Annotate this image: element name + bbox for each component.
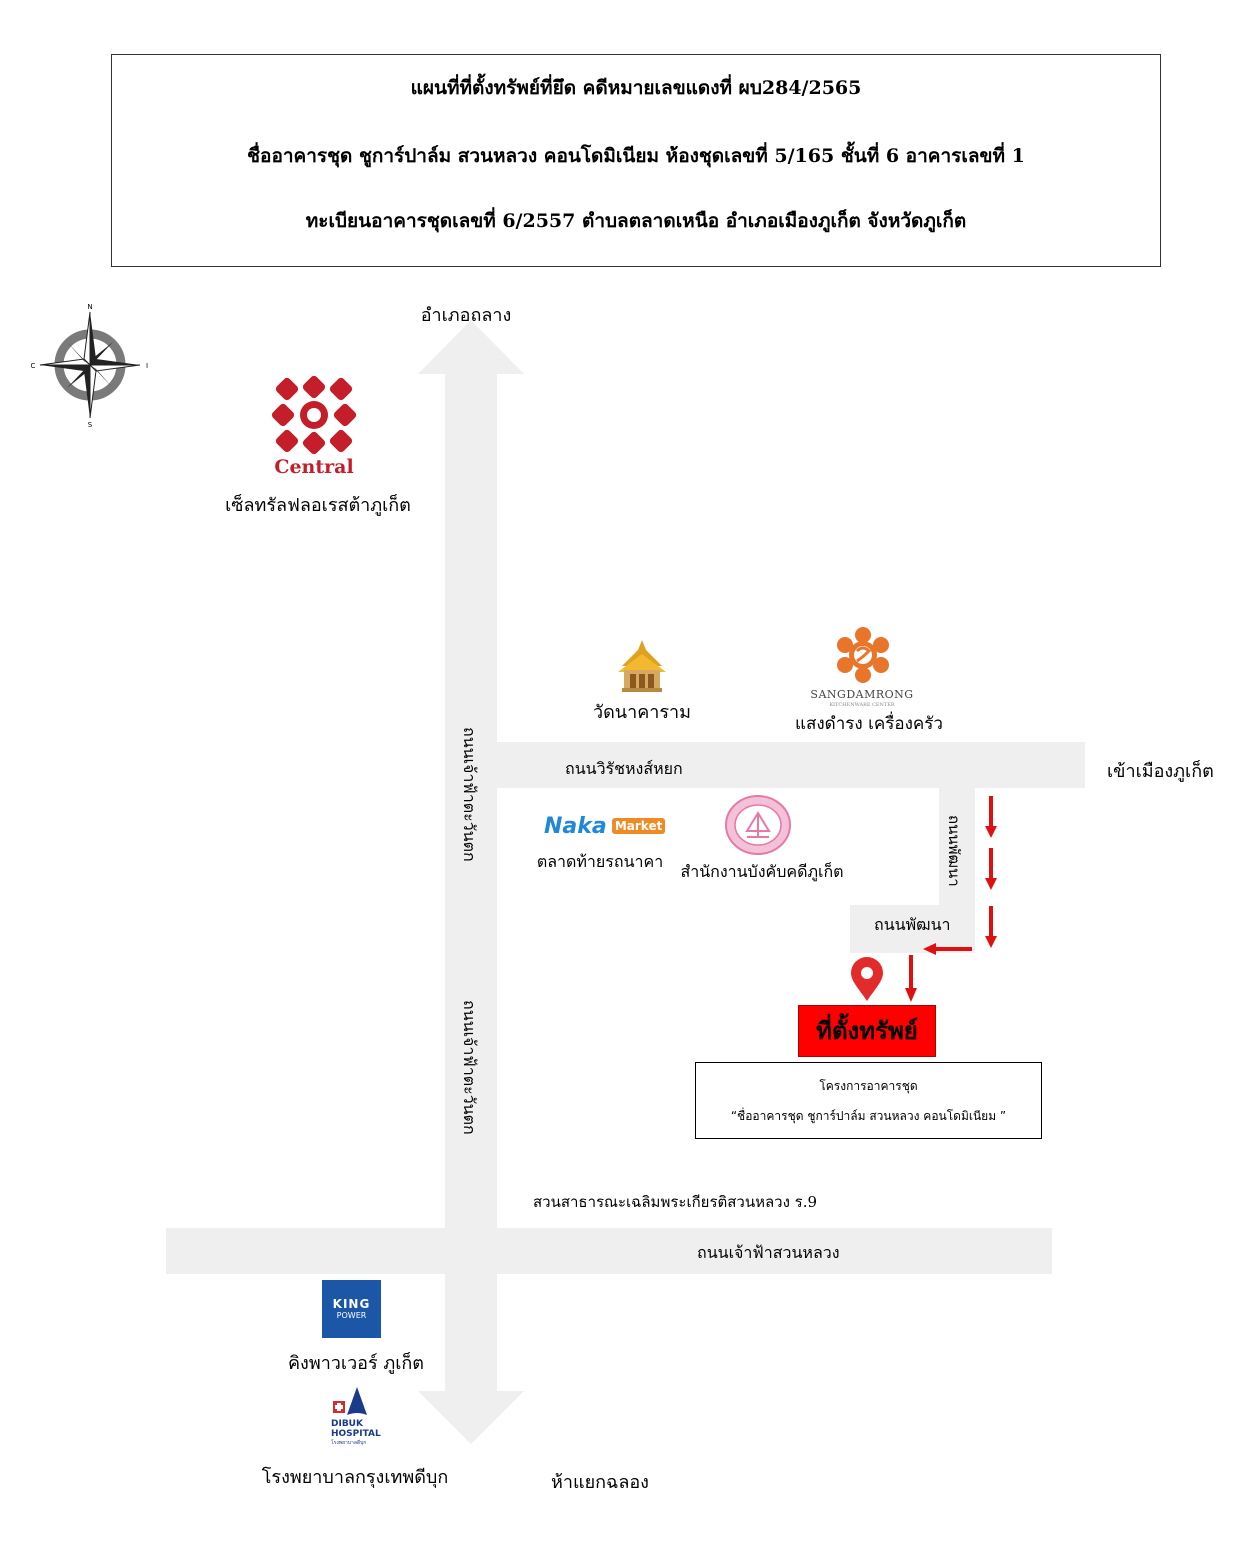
route-arrows <box>905 796 997 1002</box>
title-line-2: ชื่ออาคารชุด ชูการ์ปาล์ม สวนหลวง คอนโดมิ… <box>247 145 1025 167</box>
project-name: “ชื่ออาคารชุด ชูการ์ปาล์ม สวนหลวง คอนโดม… <box>730 1109 1007 1123</box>
compass-e-label: I <box>146 362 148 370</box>
king-power-logo-line2: POWER <box>336 1311 367 1320</box>
property-location-marker: ที่ตั้งทรัพย์ <box>798 1005 936 1057</box>
king-power-label: คิงพาวเวอร์ ภูเก็ต <box>288 1353 424 1374</box>
north-destination-label: อำเภอถลาง <box>420 305 512 326</box>
road-wirat-hongyok <box>497 742 1085 788</box>
compass-n-label: N <box>87 303 92 311</box>
dibuk-logo-line1: DIBUK <box>331 1419 364 1429</box>
central-festival-label: เซ็ลทรัลฟลอเรสต้าภูเก็ต <box>225 495 411 516</box>
bangkok-hospital-dibuk-label: โรงพยาบาลกรุงเทพดีบุก <box>261 1467 449 1488</box>
king-power-logo-line1: KING <box>332 1297 371 1311</box>
wat-nakharam-label: วัดนาคาราม <box>593 702 691 723</box>
title-line-1: แผนที่ที่ตั้งทรัพย์ที่ยึด คดีหมายเลขแดงท… <box>410 77 862 99</box>
title-line-3: ทะเบียนอาคารชุดเลขที่ 6/2557 ตำบลตลาดเหน… <box>305 210 967 232</box>
project-info-box: โครงการอาคารชุด “ชื่ออาคารชุด ชูการ์ปาล์… <box>695 1062 1042 1139</box>
naka-market-logo: Naka Market <box>544 814 666 844</box>
naka-market-label: ตลาดท้ายรถนาคา <box>536 852 664 871</box>
park-label: สวนสาธารณะเฉลิมพระเกียรติสวนหลวง ร.9 <box>533 1193 818 1211</box>
compass-rose-icon: N S C I <box>31 303 148 429</box>
central-logo-icon: Central <box>271 375 357 478</box>
temple-icon <box>618 640 666 692</box>
legal-execution-office-emblem-icon <box>725 795 791 855</box>
compass-s-label: S <box>88 421 93 429</box>
road-chaofa-suanluang <box>166 1228 1052 1274</box>
road-phatthana-horizontal <box>850 905 975 953</box>
sangdamrong-label: แสงดำรง เครื่องครัว <box>795 714 943 734</box>
road-label-phatthana-horizontal: ถนนพัฒนา <box>874 915 951 934</box>
sangdamrong-logo-text: SANGDAMRONG <box>810 688 914 701</box>
road-label-chaofa-west-upper: ถนนเจ้าฟ้าตะวันตก <box>460 727 479 862</box>
naka-logo-word: Naka <box>544 814 607 839</box>
east-destination-label: เข้าเมืองภูเก็ต <box>1107 761 1214 782</box>
south-destination-label: ห้าแยกฉลอง <box>551 1472 649 1493</box>
title-box: แผนที่ที่ตั้งทรัพย์ที่ยึด คดีหมายเลขแดงท… <box>111 54 1161 267</box>
central-logo-text: Central <box>274 456 353 478</box>
road-label-wirat-hongyok: ถนนวิรัชหงส์หยก <box>565 759 683 778</box>
dibuk-logo-line3: โรงพยาบาลดีบุก <box>331 1439 366 1446</box>
dibuk-logo-line2: HOSPITAL <box>331 1429 381 1439</box>
king-power-logo: KING POWER <box>322 1280 381 1338</box>
legal-execution-office-label: สำนักงานบังคับคดีภูเก็ต <box>680 862 844 881</box>
project-title: โครงการอาคารชุด <box>819 1079 918 1093</box>
naka-logo-market: Market <box>611 818 666 834</box>
compass-w-label: C <box>31 362 36 370</box>
location-pin-icon <box>851 957 883 1001</box>
sangdamrong-logo-icon <box>837 627 889 683</box>
road-label-chaofa-west-lower: ถนนเจ้าฟ้าตะวันตก <box>460 1000 479 1135</box>
road-phatthana-vertical <box>939 788 975 908</box>
sangdamrong-logo-subtext: KITCHENWARE CENTER <box>829 702 895 708</box>
main-road-arrow <box>418 320 524 1444</box>
road-label-chaofa-suanluang: ถนนเจ้าฟ้าสวนหลวง <box>697 1243 840 1262</box>
dibuk-hospital-logo-icon: DIBUK HOSPITAL โรงพยาบาลดีบุก <box>331 1387 381 1446</box>
